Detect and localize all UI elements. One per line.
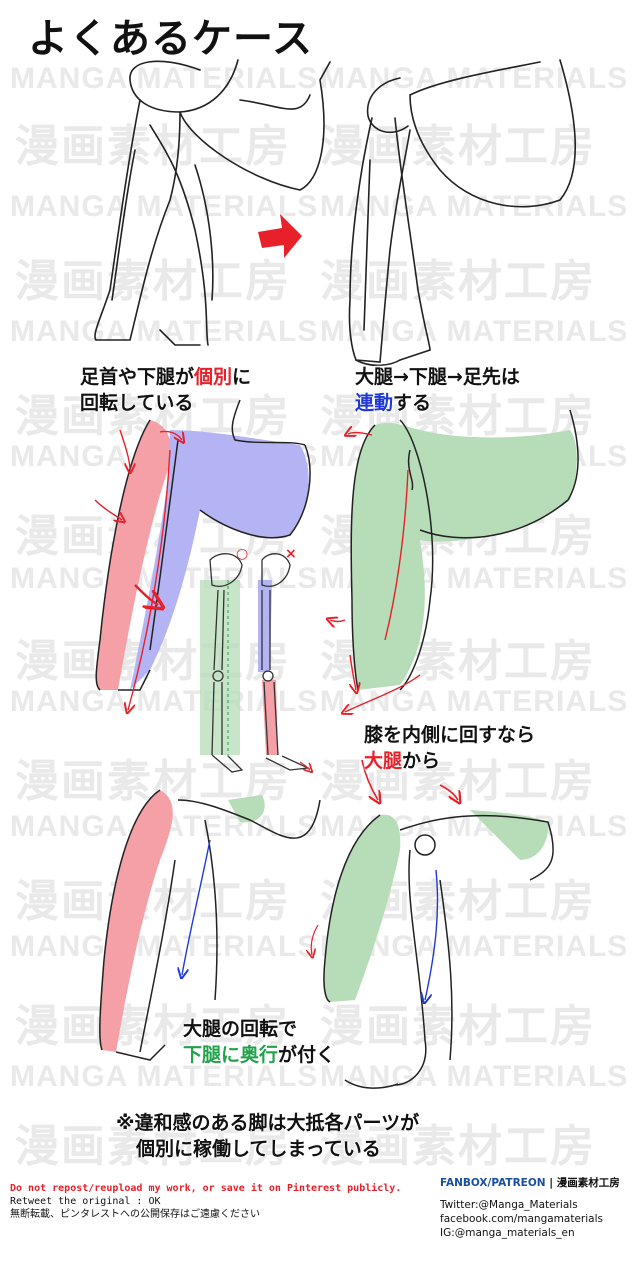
leg-bottom-left (99, 789, 321, 1061)
big-red-arrow (258, 214, 302, 258)
caption-thigh-rotation-depth: 大腿の回転で 下腿に奥行が付く (183, 1016, 335, 1068)
leg-colored-green (330, 409, 579, 712)
facebook-link[interactable]: facebook.com/mangamaterials (440, 1213, 603, 1225)
footer-links: FANBOX/PATREON | 漫画素材工房 Twitter:@Manga_M… (440, 1176, 620, 1240)
caption-text: する (393, 392, 432, 414)
caption-highlight: 大腿 (364, 750, 403, 772)
caption-text: 足首や下腿が (80, 366, 195, 388)
instagram-link[interactable]: IG:@manga_materials_en (440, 1227, 575, 1239)
caption-text: が付く (278, 1044, 336, 1066)
caption-text: 大腿の回転で (183, 1018, 298, 1040)
twitter-link[interactable]: Twitter:@Manga_Materials (440, 1199, 578, 1211)
caption-text: に (232, 366, 252, 388)
caption-text: 回転している (80, 392, 194, 414)
skeleton-diagram-ng (258, 553, 310, 770)
caption-text: 膝を内側に回すなら (364, 724, 536, 746)
caption-highlight: 下腿に奥行 (183, 1044, 279, 1066)
skeleton-diagram-ok (200, 553, 244, 773)
footer-notice: Do not repost/reupload my work, or save … (10, 1182, 401, 1221)
leg-sketch-top-right (348, 59, 576, 367)
caption-text: から (402, 750, 441, 772)
retweet-note: Retweet the original : OK (10, 1196, 161, 1207)
separator: | (549, 1177, 554, 1189)
caption-text: 個別に稼働してしまっている (136, 1138, 381, 1160)
leg-sketch-top-left (94, 59, 331, 346)
caption-separate-rotation: 足首や下腿が個別に 回転している (80, 364, 251, 416)
repost-warning: Do not repost/reupload my work, or save … (10, 1183, 402, 1194)
leg-bottom-right (311, 810, 554, 1089)
caption-text: 大腿→下腿→足先は (355, 366, 520, 388)
leg-colored-red-blue (94, 399, 311, 710)
caption-highlight: 連動 (355, 392, 394, 414)
caption-highlight: 個別 (194, 366, 233, 388)
caption-text: ※違和感のある脚は大抵各パーツが (116, 1112, 420, 1134)
studio-name: 漫画素材工房 (556, 1177, 620, 1189)
page-title: よくあるケース (28, 16, 313, 62)
caption-note: ※違和感のある脚は大抵各パーツが 個別に稼働してしまっている (116, 1110, 419, 1162)
ng-mark: × (285, 546, 297, 562)
jp-notice: 無断転載、ピンタレストへの公開保存はご遠慮ください (10, 1209, 260, 1220)
caption-knee-from-thigh: 膝を内側に回すなら 大腿から (364, 722, 535, 774)
caption-linked-motion: 大腿→下腿→足先は 連動する (355, 364, 520, 416)
fanbox-link[interactable]: FANBOX/PATREON (440, 1177, 546, 1189)
ok-mark: ○ (236, 546, 249, 562)
